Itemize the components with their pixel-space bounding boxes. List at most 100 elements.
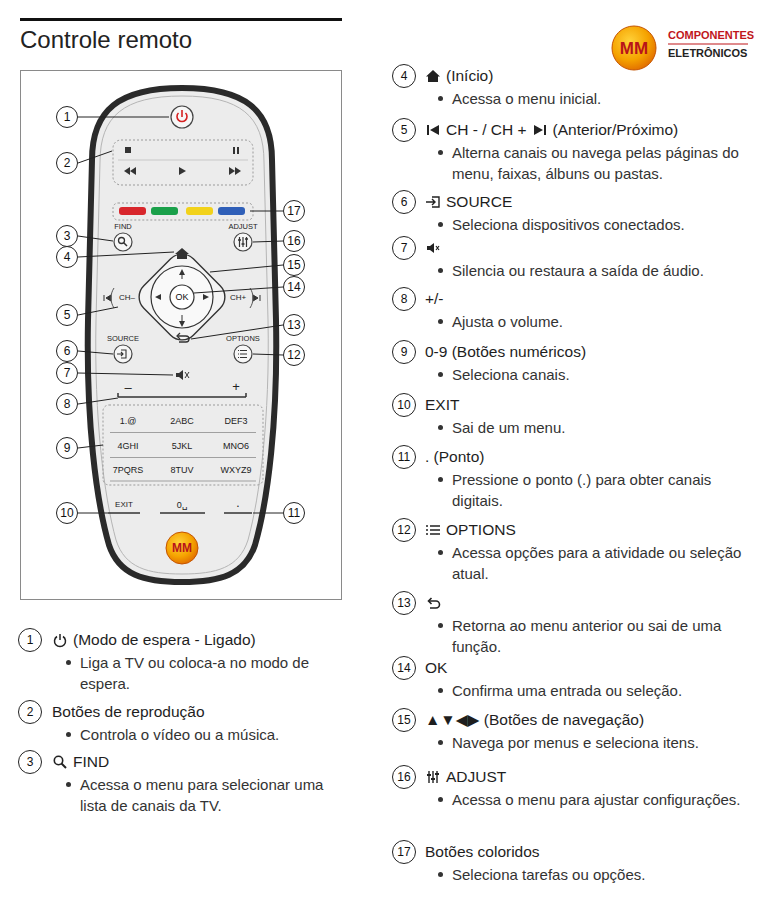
callout-text: 17 <box>397 846 410 858</box>
callout-text: 4 <box>401 70 408 82</box>
item-description: Ajusta o volume. <box>452 311 748 332</box>
callout-text: 9 <box>401 346 408 358</box>
button-label: 0␣ <box>177 501 188 510</box>
callout-number: 9 <box>392 340 416 364</box>
callout-number: 16 <box>392 765 416 789</box>
button-label: 8TUV <box>170 466 193 475</box>
page-title: Controle remoto <box>20 28 192 52</box>
item-description: Retorna ao menu anterior ou sai de uma f… <box>452 615 748 657</box>
callout-text: 12 <box>287 349 300 361</box>
callout-text: 14 <box>397 662 410 674</box>
callout-number: 2 <box>56 152 78 174</box>
heading-row <box>425 238 441 258</box>
callout-number: 6 <box>56 340 78 362</box>
logo-text: MM <box>172 542 192 554</box>
heading-row: CH - / CH +(Anterior/Próximo) <box>425 120 678 140</box>
item-heading: SOURCE <box>446 194 512 210</box>
callout-text: 13 <box>397 597 410 609</box>
callout-number: 8 <box>392 287 416 311</box>
heading-row: . (Ponto) <box>425 447 484 467</box>
callout-text: 4 <box>64 251 71 263</box>
item-heading: ADJUST <box>446 769 506 785</box>
item-heading: +/- <box>425 291 444 307</box>
item-description: Seleciona canais. <box>452 364 748 385</box>
callout-number: 14 <box>392 656 416 680</box>
back-icon <box>425 595 441 611</box>
bullet-dot <box>438 797 443 802</box>
item-description: Seleciona tarefas ou opções. <box>452 864 748 885</box>
item-heading: . (Ponto) <box>425 449 484 465</box>
callout-text: 2 <box>64 157 71 169</box>
bullet-dot <box>438 372 443 377</box>
button-label: . <box>236 497 239 509</box>
heading-row: (Modo de espera - Ligado) <box>52 630 256 650</box>
callout-number: 12 <box>392 518 416 542</box>
heading-row <box>425 593 441 613</box>
callout-number: 12 <box>283 344 305 366</box>
callout-number: 8 <box>56 393 78 415</box>
button-label: – <box>124 381 131 394</box>
item-heading: OPTIONS <box>446 522 516 538</box>
button-label: 4GHI <box>117 442 138 451</box>
logo-text: COMPONENTES <box>668 30 754 41</box>
callout-text: 17 <box>287 205 300 217</box>
callout-text: 3 <box>64 230 71 242</box>
heading-row: Botões de reprodução <box>52 702 205 722</box>
home-icon <box>425 68 441 84</box>
callout-text: 7 <box>64 367 71 379</box>
button-label: SOURCE <box>107 335 139 343</box>
bullet-dot <box>438 425 443 430</box>
callout-text: 13 <box>287 319 300 331</box>
callout-number: 11 <box>283 502 305 524</box>
bullet-dot <box>438 872 443 877</box>
callout-number: 10 <box>56 502 78 524</box>
adjust-icon <box>425 769 441 785</box>
bullet-dot <box>66 782 71 787</box>
find-icon <box>52 754 68 770</box>
item-heading: CH - / CH + <box>446 122 527 138</box>
item-heading: FIND <box>73 754 109 770</box>
item-description: Acessa o menu inicial. <box>452 88 748 109</box>
item-description: Liga a TV ou coloca-a no modo de espera. <box>80 652 338 694</box>
item-description: Controla o vídeo ou a música. <box>80 724 338 745</box>
callout-number: 15 <box>392 708 416 732</box>
prev-icon <box>425 122 441 138</box>
bullet-dot <box>66 660 71 665</box>
item-heading: 0-9 (Botões numéricos) <box>425 344 586 360</box>
callout-text: 1 <box>27 634 34 646</box>
callout-number: 1 <box>56 106 78 128</box>
item-description: Navega por menus e seleciona itens. <box>452 732 748 753</box>
callout-text: 6 <box>401 196 408 208</box>
callout-text: 11 <box>398 451 410 463</box>
callout-number: 13 <box>283 314 305 336</box>
callout-text: 15 <box>287 259 300 271</box>
callout-number: 9 <box>56 437 78 459</box>
item-heading: Botões coloridos <box>425 844 540 860</box>
heading-row: EXIT <box>425 395 459 415</box>
item-heading: OK <box>425 660 447 676</box>
item-heading: (Início) <box>446 68 493 84</box>
callout-text: 10 <box>397 399 410 411</box>
button-label: FIND <box>114 223 132 231</box>
button-label: WXYZ9 <box>220 466 251 475</box>
callout-number: 10 <box>392 393 416 417</box>
callout-number: 5 <box>56 304 78 326</box>
button-label: OK <box>175 293 188 302</box>
callout-number: 3 <box>18 750 42 774</box>
heading-row: +/- <box>425 289 444 309</box>
logo-text: MM <box>620 40 648 57</box>
callout-number: 2 <box>18 700 42 724</box>
item-description: Acessa o menu para selecionar uma lista … <box>80 774 338 816</box>
bullet-dot <box>438 96 443 101</box>
callout-number: 11 <box>392 445 416 469</box>
callout-number: 6 <box>392 190 416 214</box>
callout-number: 7 <box>392 236 416 260</box>
heading-row: (Início) <box>425 66 493 86</box>
button-label: MNO6 <box>223 442 249 451</box>
item-description: Pressione o ponto (.) para obter canais … <box>452 469 748 511</box>
item-description: Silencia ou restaura a saída de áudio. <box>452 260 748 281</box>
callout-number: 13 <box>392 591 416 615</box>
logo-text: ELETRÔNICOS <box>668 48 747 59</box>
callout-text: 3 <box>27 756 34 768</box>
